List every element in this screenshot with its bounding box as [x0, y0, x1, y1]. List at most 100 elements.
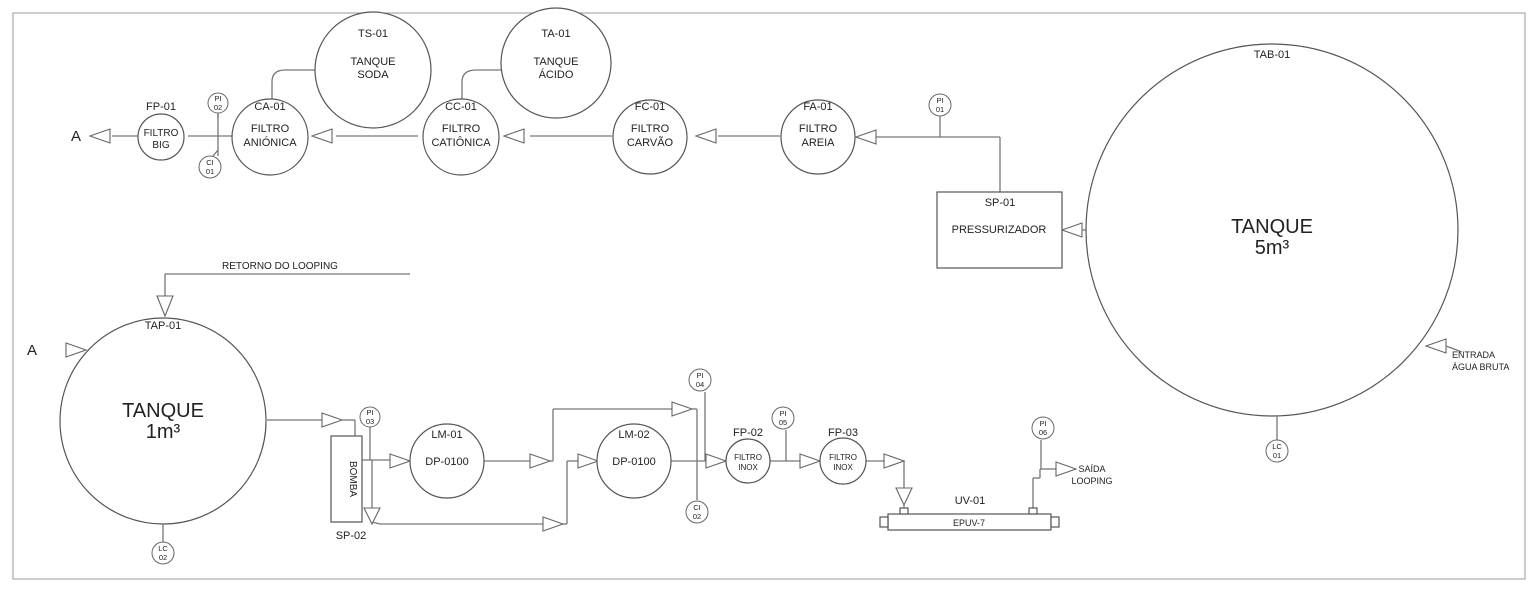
instrument-pi-02: PI 02 [207, 92, 229, 118]
svg-text:PI: PI [936, 96, 943, 105]
svg-text:CI: CI [693, 503, 701, 512]
instrument-lc-01: LC 01 [1265, 416, 1289, 463]
meter-lm-01-label: DP-0100 [425, 456, 468, 468]
outlet-looping-line1: SAÍDA [1078, 464, 1105, 474]
tank-tab-01-line2: 5m³ [1255, 237, 1290, 259]
meter-lm-01: LM-01 DP-0100 [409, 423, 485, 499]
instrument-pi-05: PI 05 [771, 406, 795, 430]
tag-cc-01: CC-01 [445, 101, 477, 113]
instrument-pi-04: PI 04 [688, 368, 712, 392]
instrument-ci-02: CI 02 [685, 500, 709, 524]
tag-tab-01: TAB-01 [1254, 49, 1290, 61]
tag-ca-01: CA-01 [254, 101, 285, 113]
tag-ta-01: TA-01 [541, 28, 570, 40]
svg-text:05: 05 [779, 418, 787, 427]
svg-text:PI: PI [366, 408, 373, 417]
svg-text:CI: CI [206, 158, 214, 167]
svg-text:01: 01 [1273, 451, 1281, 460]
tag-uv-01: UV-01 [955, 495, 986, 507]
instrument-lc-02: LC 02 [151, 524, 175, 565]
meter-lm-02: LM-02 DP-0100 [596, 423, 672, 499]
svg-text:04: 04 [696, 380, 704, 389]
pressurizer-sp-01-label: PRESSURIZADOR [952, 224, 1047, 236]
tank-tab-01-line1: TANQUE [1231, 216, 1313, 238]
svg-text:03: 03 [366, 417, 374, 426]
endpoint-a-out: A [71, 128, 81, 145]
outlet-looping-line2: LOOPING [1071, 476, 1112, 486]
tank-tap-01-line2: 1m³ [146, 421, 181, 443]
filter-fp-03-line2: INOX [833, 463, 853, 472]
filter-ca-01: CA-01 FILTRO ANIÓNICA [231, 98, 309, 176]
pressurizer-sp-01: SP-01 PRESSURIZADOR [936, 191, 1063, 269]
tag-sp-01: SP-01 [985, 197, 1016, 209]
instrument-pi-01: PI 01 [928, 93, 952, 137]
filter-fp-01-line2: BIG [152, 140, 169, 151]
svg-text:02: 02 [159, 553, 167, 562]
uv-01-label: EPUV-7 [953, 518, 985, 528]
filter-fp-02-line2: INOX [738, 463, 758, 472]
filter-fp-03-line1: FILTRO [829, 453, 857, 462]
filter-fa-01-line2: AREIA [801, 137, 835, 149]
filter-fc-01-line1: FILTRO [631, 123, 670, 135]
svg-text:LC: LC [158, 544, 168, 553]
tank-ta-01: TA-01 TANQUE ÁCIDO [500, 7, 612, 119]
svg-text:PI: PI [214, 94, 221, 103]
filter-fp-02-line1: FILTRO [734, 453, 762, 462]
tag-tap-01: TAP-01 [145, 320, 181, 332]
tank-tab-01: TAB-01 TANQUE 5m³ [1085, 43, 1459, 417]
inlet-raw-water-line1: ENTRADA [1452, 350, 1495, 360]
filter-fp-01: FP-01 FILTRO BIG [137, 101, 185, 161]
svg-text:02: 02 [214, 103, 222, 112]
tank-ts-01: TS-01 TANQUE SODA [314, 11, 432, 129]
pump-sp-02-label: BOMBA [347, 461, 358, 497]
tank-ts-01-line2: SODA [357, 69, 389, 81]
filter-ca-01-line1: FILTRO [251, 123, 290, 135]
meter-lm-02-label: DP-0100 [612, 456, 655, 468]
filter-ca-01-line2: ANIÓNICA [243, 136, 297, 149]
tag-fa-01: FA-01 [803, 101, 832, 113]
tank-ta-01-line1: TANQUE [533, 56, 578, 68]
svg-text:06: 06 [1039, 428, 1047, 437]
tank-ts-01-line1: TANQUE [350, 56, 395, 68]
svg-text:LC: LC [1272, 442, 1282, 451]
filter-fc-01-line2: CARVÃO [627, 136, 674, 149]
instrument-ci-01: CI 01 [198, 149, 222, 179]
diagram-frame [12, 12, 1526, 580]
filter-fp-01-line1: FILTRO [144, 128, 179, 139]
filter-fp-02: FP-02 FILTRO INOX [725, 427, 771, 484]
tag-fc-01: FC-01 [635, 101, 666, 113]
svg-text:PI: PI [1039, 419, 1046, 428]
tag-fp-01: FP-01 [146, 101, 176, 113]
svg-text:PI: PI [696, 371, 703, 380]
tag-lm-01: LM-01 [431, 429, 462, 441]
filter-fc-01: FC-01 FILTRO CARVÃO [612, 99, 688, 175]
filter-cc-01-line2: CATIÔNICA [431, 136, 491, 149]
svg-text:01: 01 [936, 105, 944, 114]
tag-lm-02: LM-02 [618, 429, 649, 441]
inlet-raw-water-line2: ÁGUA BRUTA [1452, 362, 1509, 372]
instrument-pi-03: PI 03 [359, 406, 381, 428]
instrument-pi-06: PI 06 [1031, 416, 1055, 440]
tag-fp-02: FP-02 [733, 427, 763, 439]
uv-sterilizer-uv-01: UV-01 EPUV-7 [879, 495, 1060, 531]
tank-tap-01: TAP-01 TANQUE 1m³ [59, 317, 267, 525]
tag-fp-03: FP-03 [828, 427, 858, 439]
flow-arrows [65, 128, 1463, 532]
tank-tap-01-line1: TANQUE [122, 400, 204, 422]
svg-text:PI: PI [779, 409, 786, 418]
svg-text:02: 02 [693, 512, 701, 521]
filter-cc-01: CC-01 FILTRO CATIÔNICA [422, 98, 500, 176]
filter-fp-03: FP-03 FILTRO INOX [819, 427, 867, 485]
filter-cc-01-line1: FILTRO [442, 123, 481, 135]
filter-fa-01: FA-01 FILTRO AREIA [780, 99, 856, 175]
tag-ts-01: TS-01 [358, 28, 388, 40]
svg-text:01: 01 [206, 167, 214, 176]
tank-ta-01-line2: ÁCIDO [539, 68, 574, 81]
endpoint-a-in: A [27, 342, 37, 359]
pump-sp-02: SP-02 BOMBA [330, 435, 367, 542]
filter-fa-01-line1: FILTRO [799, 123, 838, 135]
return-looping-label: RETORNO DO LOOPING [222, 261, 338, 272]
tag-sp-02: SP-02 [336, 530, 367, 542]
piping [112, 69, 1088, 525]
